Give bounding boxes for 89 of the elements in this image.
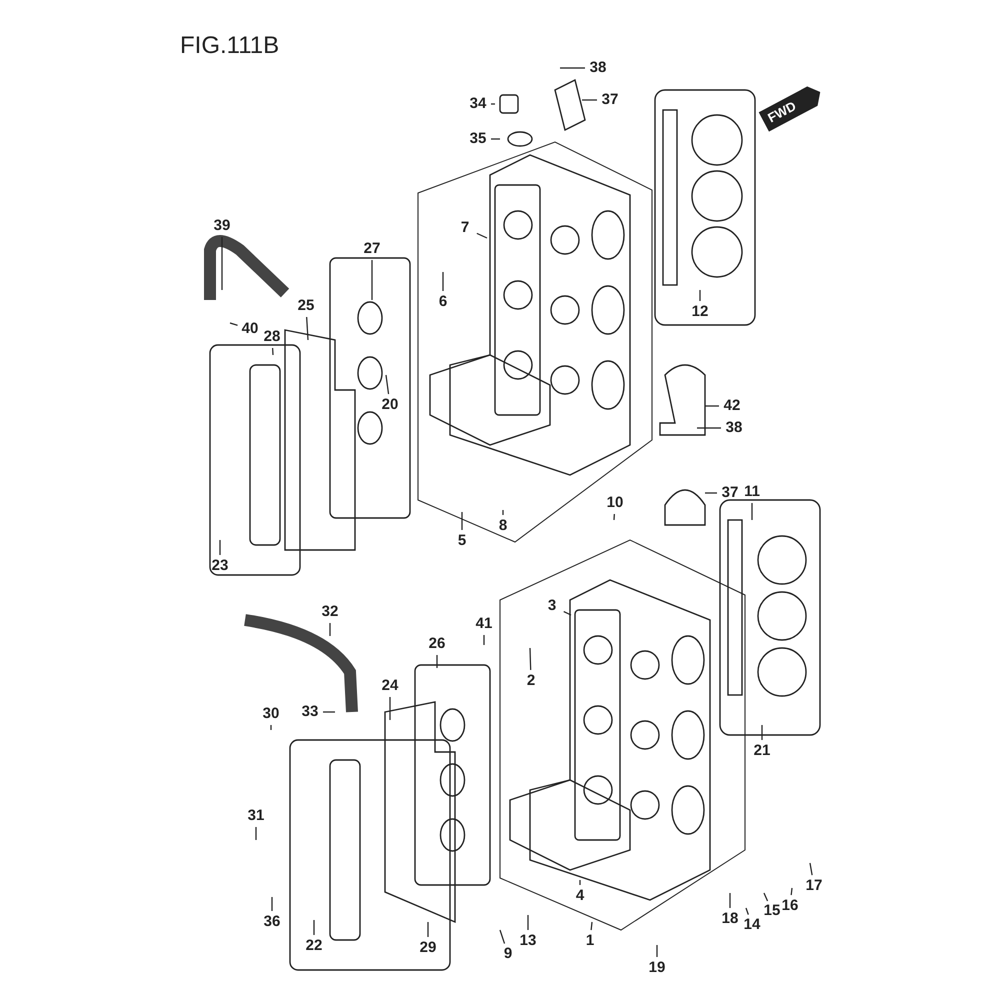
leader-line [579, 880, 581, 885]
leader-line [564, 611, 572, 616]
leader-line [790, 888, 793, 896]
callout-number: 20 [382, 397, 398, 413]
callout-number: 5 [458, 533, 466, 549]
leader-line [697, 427, 721, 429]
callout-number: 17 [806, 878, 822, 894]
leader-line [476, 232, 488, 239]
callout-number: 22 [306, 938, 322, 954]
callout-number: 24 [382, 678, 398, 694]
callout-number: 16 [782, 898, 798, 914]
leader-line [491, 103, 495, 105]
leader-line [306, 316, 309, 340]
leader-line [656, 945, 658, 957]
leader-line [761, 725, 763, 740]
callout-number: 28 [264, 329, 280, 345]
callout-number: 8 [498, 518, 508, 534]
leader-line [745, 908, 749, 915]
leader-line [582, 99, 597, 101]
leader-line [461, 512, 463, 530]
callout-number: 30 [262, 706, 280, 722]
leader-line [763, 892, 768, 902]
leader-line [809, 862, 813, 876]
callout-number: 42 [724, 398, 740, 414]
callout-number: 15 [764, 903, 780, 919]
callout-number: 3 [548, 598, 556, 614]
leader-line [483, 635, 485, 645]
callout-number: 37 [722, 485, 738, 501]
figure-title: FIG.111B [180, 32, 280, 60]
leader-line [442, 272, 444, 291]
callout-number: 29 [420, 940, 436, 956]
callout-number: 19 [648, 960, 666, 976]
callout-number: 7 [460, 220, 470, 236]
callout-number: 34 [470, 96, 486, 112]
leader-line [613, 514, 615, 520]
leader-line [499, 930, 506, 944]
leader-line [270, 725, 272, 730]
leader-line [255, 827, 257, 840]
leader-line [221, 237, 223, 290]
leader-line [271, 897, 273, 911]
leader-line [313, 920, 315, 935]
leader-line [385, 374, 390, 394]
leader-line [751, 503, 753, 520]
callout-number: 39 [214, 218, 230, 234]
leader-line [705, 405, 719, 407]
leader-line [323, 711, 335, 713]
leader-line [729, 893, 731, 908]
callout-number: 41 [476, 616, 492, 632]
leader-line [560, 67, 585, 69]
callout-number: 32 [322, 604, 338, 620]
leader-line [230, 322, 238, 326]
callout-number: 9 [504, 946, 512, 962]
callout-number: 31 [248, 808, 264, 824]
callout-number: 25 [298, 298, 314, 314]
callout-number: 4 [576, 888, 584, 904]
callout-number: 26 [428, 636, 446, 652]
callout-number: 35 [470, 131, 486, 147]
callout-number: 13 [520, 933, 536, 949]
callout-number: 23 [212, 558, 228, 574]
callout-number: 2 [526, 673, 536, 689]
callout-number: 6 [438, 294, 448, 310]
leader-line [272, 348, 274, 356]
leader-line [427, 922, 429, 937]
callout-number: 21 [754, 743, 770, 759]
callout-number: 27 [364, 241, 380, 257]
leader-line [705, 492, 717, 494]
callout-number: 37 [602, 92, 618, 108]
leader-line [699, 290, 701, 301]
leader-line [590, 922, 593, 930]
callout-number: 10 [606, 495, 624, 511]
leader-line [529, 648, 532, 670]
leader-line [527, 915, 529, 930]
callout-number: 36 [264, 914, 280, 930]
callout-number: 38 [590, 60, 606, 76]
leader-line [436, 655, 438, 668]
callout-number: 11 [744, 484, 760, 500]
leader-line [371, 260, 373, 300]
callout-number: 38 [726, 420, 742, 436]
callout-number: 1 [586, 933, 594, 949]
callout-number: 40 [242, 321, 258, 337]
leader-line [219, 540, 221, 555]
callout-number: 14 [744, 917, 760, 933]
callout-number: 33 [302, 704, 318, 720]
leader-line [491, 138, 500, 140]
leader-line [329, 623, 331, 636]
callout-number: 12 [692, 304, 708, 320]
callout-number: 18 [722, 911, 738, 927]
leader-line [502, 510, 504, 515]
leader-line [389, 697, 391, 720]
